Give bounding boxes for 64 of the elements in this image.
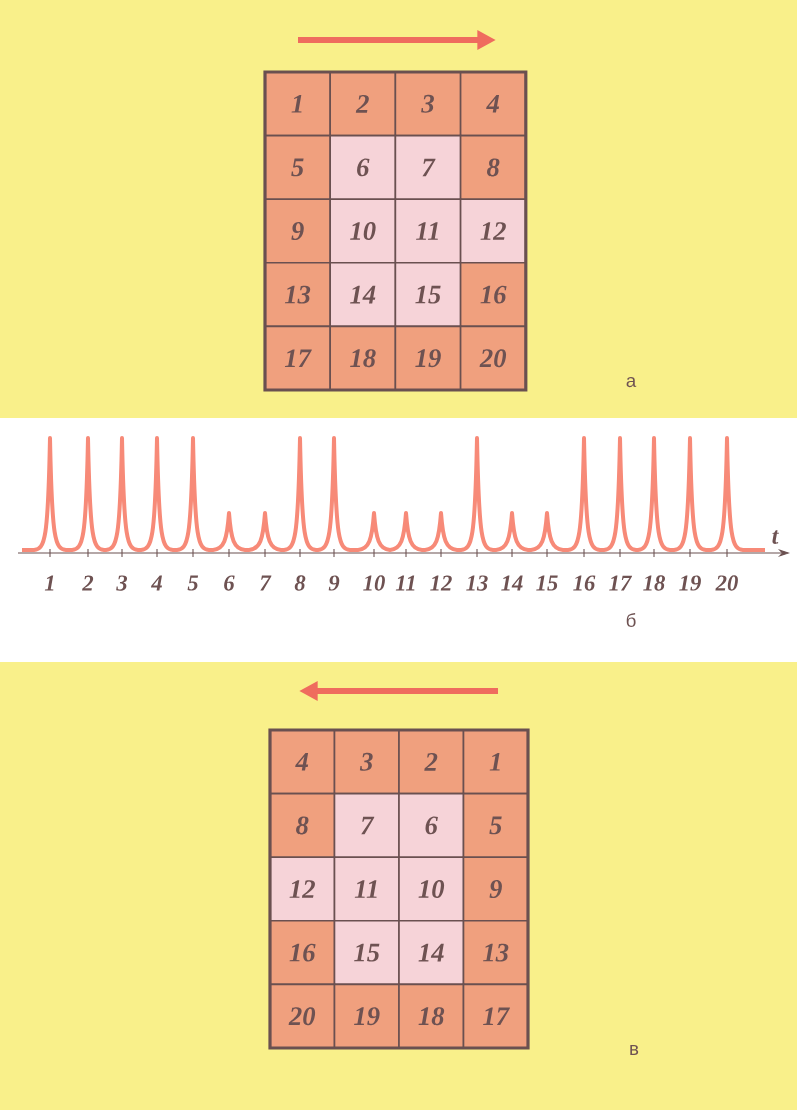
grid-cell: 13 [462, 920, 529, 986]
grid-cell: 14 [329, 262, 397, 328]
grid-cell: 12 [459, 198, 527, 264]
grid-cell: 11 [394, 198, 462, 264]
grid-cell: 8 [459, 134, 527, 200]
grid-cell: 13 [264, 262, 331, 328]
grid-cell: 3 [394, 71, 462, 137]
tick-label: 2 [82, 575, 94, 591]
grid-cell: 18 [398, 983, 465, 1049]
tick-label: 18 [643, 575, 665, 591]
tick-label: 15 [536, 575, 558, 591]
grid-cell: 10 [398, 856, 465, 922]
grid-cell: 3 [333, 729, 400, 795]
tick-label: 7 [260, 575, 272, 591]
grid-cell: 4 [459, 71, 527, 137]
grid-cell: 11 [333, 856, 400, 922]
grid-cell: 4 [269, 729, 336, 795]
grid-cell: 5 [462, 792, 529, 858]
tick-label: 9 [328, 575, 340, 591]
tick-label: 14 [501, 575, 523, 591]
grid-cell: 2 [398, 729, 465, 795]
grid-cell: 12 [269, 856, 336, 922]
tick-label: 4 [151, 575, 162, 591]
grid-cell: 6 [398, 792, 465, 858]
tick-label: 11 [395, 575, 415, 591]
grid-cell: 19 [333, 983, 400, 1049]
tick-label: 3 [116, 575, 128, 591]
panel-letter: а [626, 376, 637, 388]
grid-cell: 6 [329, 134, 397, 200]
grid-cell: 19 [394, 325, 462, 391]
grid-cell: 8 [269, 792, 336, 858]
grid-cell: 20 [269, 983, 336, 1049]
grid-cell: 15 [394, 262, 462, 328]
grid-cell: 18 [329, 325, 397, 391]
tick-label: 19 [679, 575, 701, 591]
tick-label: 5 [187, 575, 199, 591]
tick-label: 12 [430, 575, 452, 591]
tick-label: 10 [363, 575, 385, 591]
grid-cell: 14 [398, 920, 465, 986]
grid-cell: 1 [462, 729, 529, 795]
grid-cell: 15 [333, 920, 400, 986]
grid-cell: 16 [459, 262, 527, 328]
grid-cell: 9 [264, 198, 331, 264]
tick-label: 17 [609, 575, 633, 591]
tick-label: 6 [224, 575, 235, 591]
grid-cell: 9 [462, 856, 529, 922]
grid-cell: 17 [264, 325, 331, 391]
grid-cell: 16 [269, 920, 336, 986]
panel-letter: б [626, 613, 636, 627]
grid-cell: 1 [264, 71, 331, 137]
grid-cell: 7 [394, 134, 462, 200]
grid-cell: 2 [329, 71, 397, 137]
tick-label: 13 [466, 575, 488, 591]
tick-label: 8 [294, 575, 306, 591]
grid-cell: 5 [264, 134, 331, 200]
grid-cell: 17 [462, 983, 529, 1049]
panel-letter: в [630, 1045, 639, 1055]
tick-label: 16 [573, 575, 596, 591]
grid-cell: 7 [333, 792, 400, 858]
grid-cell: 20 [459, 325, 527, 391]
tick-label: 20 [715, 575, 738, 591]
grid-cell: 10 [329, 198, 397, 264]
axis-label: t [772, 530, 779, 544]
tick-label: 1 [44, 575, 54, 591]
